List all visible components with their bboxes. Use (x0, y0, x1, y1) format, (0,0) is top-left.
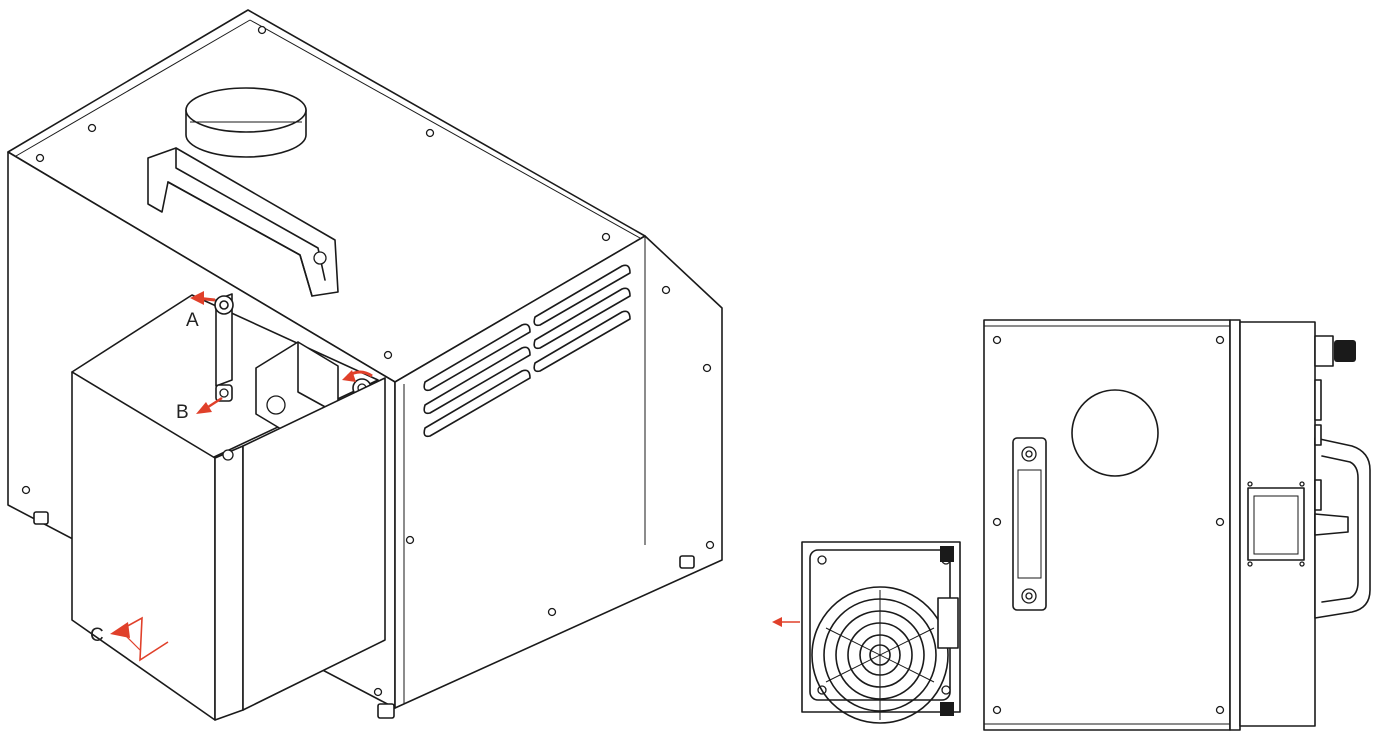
label-a: A (186, 310, 199, 331)
top-view-handle (1012, 437, 1047, 611)
label-b: B (176, 402, 189, 423)
side-panel (394, 235, 723, 709)
top-view-cap (1071, 389, 1159, 477)
fan-arrow (772, 617, 800, 627)
front-cover (71, 371, 386, 721)
fan-module (801, 541, 961, 724)
round-cap (185, 87, 307, 158)
isometric-unit-view: A B C (7, 9, 723, 721)
top-view-screws (992, 335, 1225, 715)
vent-slots (423, 264, 631, 438)
panel-screws (21, 285, 715, 697)
carry-handle (147, 147, 339, 297)
red-arrows (110, 291, 373, 662)
top-screws (35, 25, 611, 360)
side-details (1247, 335, 1371, 619)
label-c: C (90, 625, 104, 646)
top-view (772, 319, 1371, 731)
fan-grille (811, 586, 949, 724)
